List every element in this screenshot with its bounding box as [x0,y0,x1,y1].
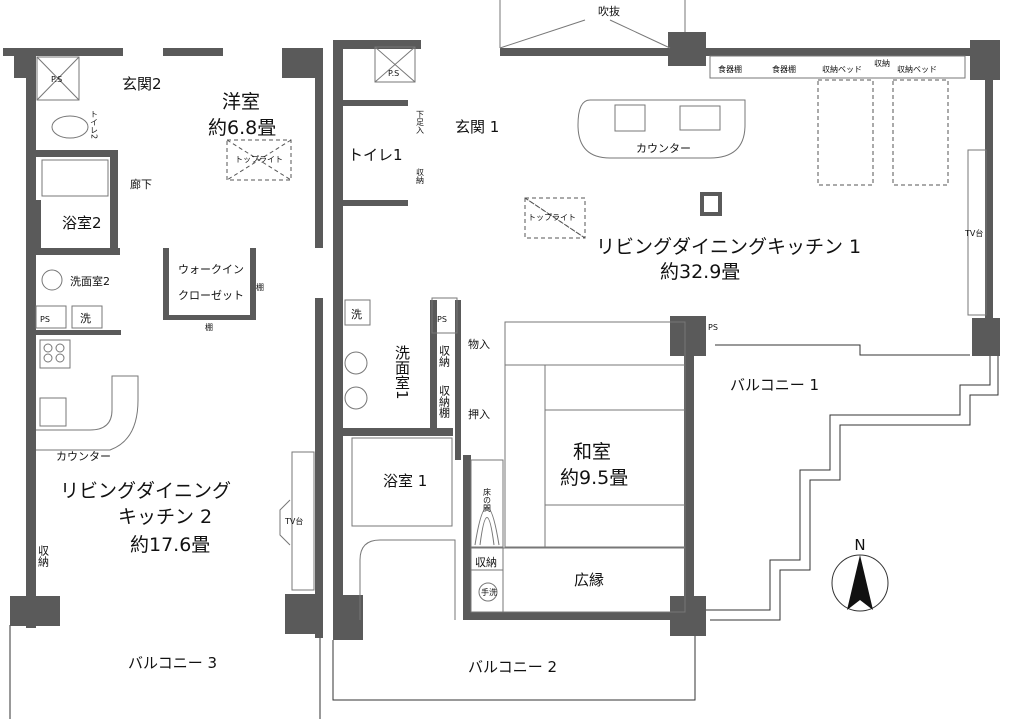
label-genkan2: 玄関2 [122,75,162,93]
label-shuno-bed: 収納ベッド [897,64,937,74]
label-tana: 棚 [205,322,213,332]
label-ldk1: リビングダイニングキッチン 1 [596,236,861,258]
label-yokushitsu1: 浴室 1 [383,472,427,490]
walls [3,32,1000,640]
label-shuno-bed: 収納ベッド [822,64,862,74]
label-walkin-1: ウォークイン [178,263,244,276]
label-toilet1: トイレ1 [348,146,403,164]
label-roka: 廊下 [130,177,152,191]
label-shokkidana: 食器棚 [772,64,796,74]
label-balcony3: バルコニー 3 [128,654,217,672]
label-ldk2-line1: リビングダイニング [60,480,231,502]
label-senmen1: 洗面室1 [393,345,411,400]
balcony-outlines [9,344,999,719]
label-shokkidana: 食器棚 [718,64,742,74]
label-washitsu: 和室 [573,441,611,463]
label-tokonoma: 床の間 [483,487,492,513]
label-genkan1: 玄関 1 [455,118,499,136]
label-counter2: カウンター [56,450,111,463]
label-walkin-2: クローゼット [178,289,244,302]
label-shunodana: 収納棚 [438,385,451,419]
label-sen: 洗 [80,312,91,325]
label-tearai: 手洗 [481,587,497,597]
label-tana: 棚 [256,282,264,292]
label-senmen2: 洗面室2 [70,274,110,288]
label-ldk1-size: 約32.9畳 [660,261,740,283]
label-ps: P.S [388,69,399,78]
label-ps: PS [40,315,50,324]
room-labels: 吹抜 P.S P.S PS PS PS 玄関2 洋室 約6.8畳 トップライト … [37,4,984,676]
label-yoshitsu-size: 約6.8畳 [208,117,276,139]
label-tvdai2: TV台 [284,516,303,526]
label-sen: 洗 [351,308,362,321]
label-yokushitsu2: 浴室2 [62,214,102,232]
label-counter1: カウンター [636,142,691,155]
label-monoire: 物入 [468,337,490,351]
label-oshiire: 押入 [468,407,490,421]
label-ps: PS [437,315,447,324]
label-shuno-w: 収納 [475,556,497,569]
label-ldk2-line2: キッチン 2 [118,506,212,528]
label-yoshitsu: 洋室 [222,91,260,113]
label-shita-ashi: 下足入 [416,110,425,134]
label-balcony2: バルコニー 2 [468,658,557,676]
label-ps: P.S [51,75,62,84]
fixtures [35,0,987,620]
label-toilet2: トイレ2 [90,110,99,139]
label-ldk2-size: 約17.6畳 [130,534,210,556]
label-shuno2: 収納 [37,545,50,568]
label-shuno-tana: 収納 [874,58,890,68]
label-ps: PS [708,323,718,332]
label-fukinuke: 吹抜 [598,4,620,18]
label-shuno: 収納 [416,167,425,185]
label-balcony1: バルコニー 1 [730,376,819,394]
label-tvdai1: TV台 [964,228,983,238]
north-compass: N [831,536,889,612]
label-toplight: トップライト [235,155,283,164]
label-toplight: トップライト [528,213,576,222]
label-shuno-m: 収納 [438,345,451,368]
north-label: N [854,536,865,554]
label-washitsu-size: 約9.5畳 [560,467,628,489]
label-hiroen: 広縁 [574,571,604,589]
